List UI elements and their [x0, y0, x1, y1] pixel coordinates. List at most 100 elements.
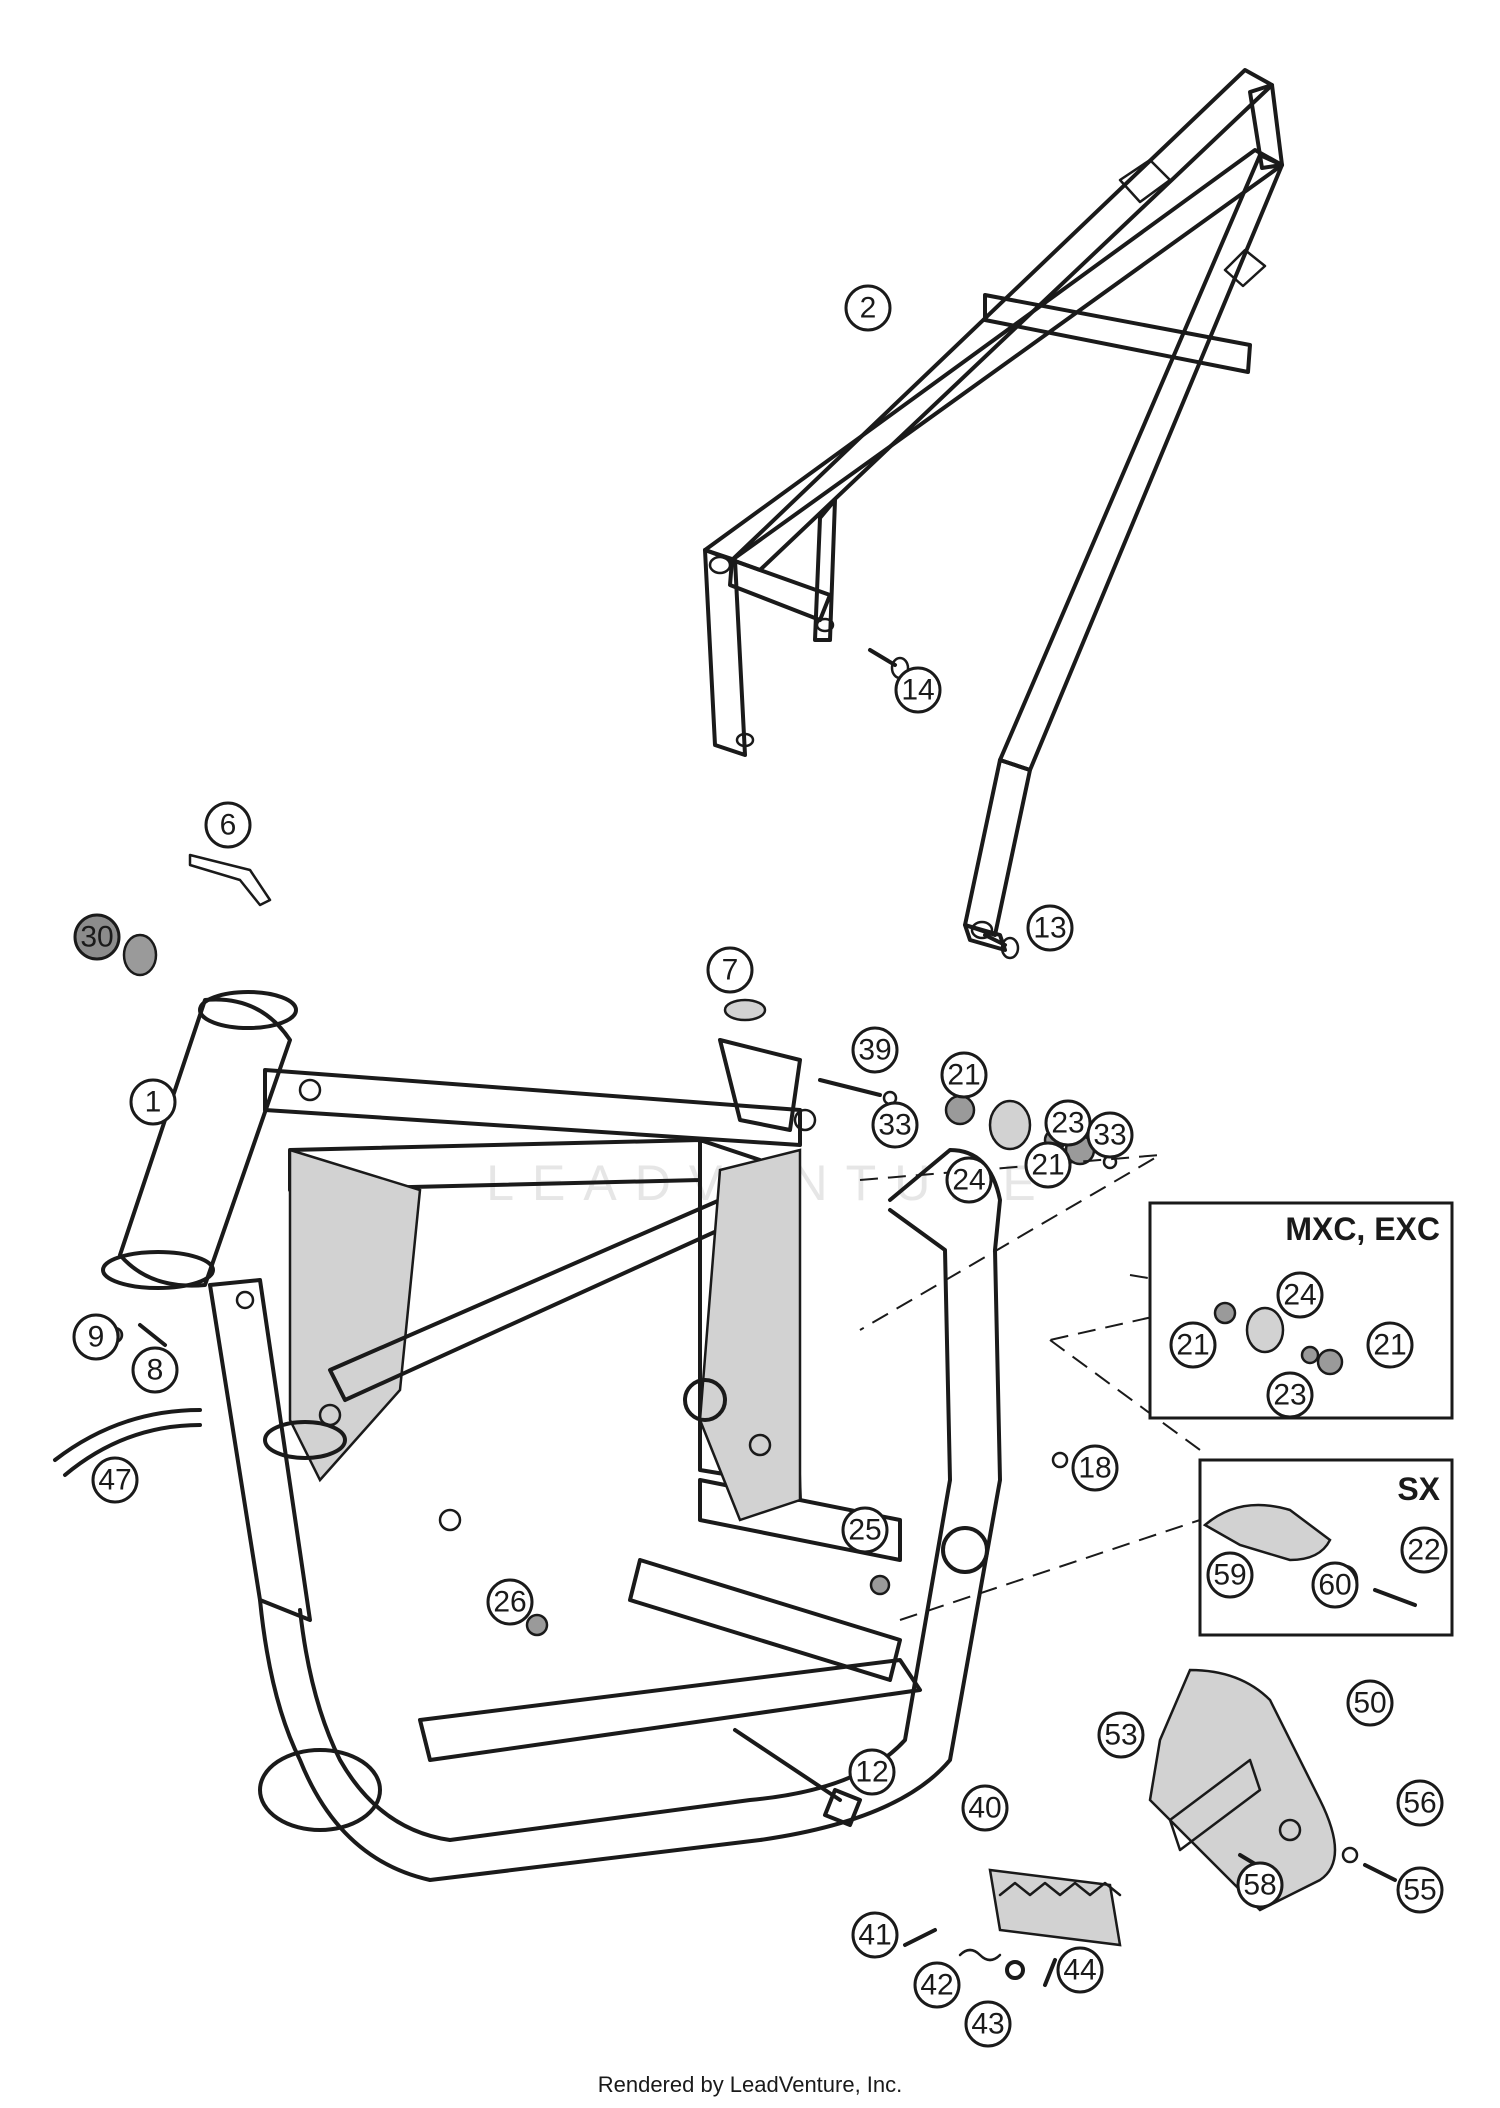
callout-circle	[1276, 1271, 1324, 1319]
callout-circle	[961, 1784, 1009, 1832]
callout-circle	[1311, 1561, 1359, 1609]
callout-number: 59	[1213, 1559, 1246, 1592]
callout-26: 26	[486, 1578, 534, 1626]
callout-number: 14	[901, 674, 934, 707]
callout-circle	[1400, 1526, 1448, 1574]
callout-number: 43	[971, 2008, 1004, 2041]
callout-33: 33	[871, 1101, 919, 1149]
callout-58: 58	[1236, 1861, 1284, 1909]
callout-number: 53	[1104, 1719, 1137, 1752]
callout-59: 59	[1206, 1551, 1254, 1599]
callout-number: 41	[858, 1919, 891, 1952]
callout-circle	[1396, 1779, 1444, 1827]
callout-number: 2	[860, 292, 877, 325]
main-frame	[101, 990, 1002, 1882]
callout-44: 44	[1056, 1946, 1104, 1994]
callout-55: 55	[1396, 1866, 1444, 1914]
callout-number: 7	[722, 954, 739, 987]
callout-21: 21	[940, 1051, 988, 1099]
inset-mxc-exc-label: MXC, EXC	[1285, 1211, 1440, 1247]
callout-number: 24	[952, 1164, 985, 1197]
callout-circle	[72, 1313, 120, 1361]
callout-circle	[1366, 1321, 1414, 1369]
callout-24: 24	[945, 1156, 993, 1204]
callout-number: 9	[88, 1321, 105, 1354]
callout-circle	[964, 2000, 1012, 2048]
footer-credit: Rendered by LeadVenture, Inc.	[597, 2072, 903, 2097]
callout-number: 58	[1243, 1869, 1276, 1902]
callout-number: 23	[1051, 1107, 1084, 1140]
callout-circle	[1396, 1866, 1444, 1914]
callout-47: 47	[91, 1456, 139, 1504]
callout-number: 33	[878, 1109, 911, 1142]
callout-number: 13	[1033, 912, 1066, 945]
callout-number: 12	[855, 1756, 888, 1789]
callout-14: 14	[894, 666, 942, 714]
callout-33: 33	[1086, 1111, 1134, 1159]
callout-number: 30	[80, 921, 113, 954]
callout-circle	[1026, 904, 1074, 952]
callout-circle	[940, 1051, 988, 1099]
callout-13: 13	[1026, 904, 1074, 952]
callout-23: 23	[1266, 1371, 1314, 1419]
callout-2: 2	[844, 284, 892, 332]
callout-circle	[1236, 1861, 1284, 1909]
callout-number: 25	[848, 1514, 881, 1547]
callout-number: 24	[1283, 1279, 1316, 1312]
callout-number: 21	[947, 1059, 980, 1092]
callout-number: 1	[145, 1086, 162, 1119]
callout-circle	[1097, 1711, 1145, 1759]
callout-circle	[1266, 1371, 1314, 1419]
callout-41: 41	[851, 1911, 899, 1959]
callout-circle	[91, 1456, 139, 1504]
callout-42: 42	[913, 1961, 961, 2009]
callout-circle	[1024, 1141, 1072, 1189]
callout-23: 23	[1044, 1099, 1092, 1147]
callout-circle	[851, 1911, 899, 1959]
callout-24: 24	[1276, 1271, 1324, 1319]
callout-number: 44	[1063, 1954, 1096, 1987]
callout-number: 40	[968, 1792, 1001, 1825]
small-parts	[53, 648, 1397, 1987]
callout-number: 23	[1273, 1379, 1306, 1412]
callout-circle	[486, 1578, 534, 1626]
callout-circle	[129, 1078, 177, 1126]
callout-25: 25	[841, 1506, 889, 1554]
callout-number: 22	[1407, 1534, 1440, 1567]
callout-circle	[913, 1961, 961, 2009]
callout-18: 18	[1071, 1444, 1119, 1492]
callout-circle	[1056, 1946, 1104, 1994]
callout-circle	[945, 1156, 993, 1204]
callout-21: 21	[1024, 1141, 1072, 1189]
callout-21: 21	[1169, 1321, 1217, 1369]
callout-43: 43	[964, 2000, 1012, 2048]
callout-1: 1	[129, 1078, 177, 1126]
callout-number: 21	[1176, 1329, 1209, 1362]
callout-number: 33	[1093, 1119, 1126, 1152]
callout-circle	[848, 1748, 896, 1796]
callout-number: 47	[98, 1464, 131, 1497]
callout-circle	[1071, 1444, 1119, 1492]
callout-number: 21	[1031, 1149, 1064, 1182]
callout-number: 26	[493, 1586, 526, 1619]
callout-number: 60	[1318, 1569, 1351, 1602]
callout-circle	[871, 1101, 919, 1149]
callout-9: 9	[72, 1313, 120, 1361]
callout-8: 8	[131, 1346, 179, 1394]
callout-number: 50	[1353, 1687, 1386, 1720]
callout-number: 21	[1373, 1329, 1406, 1362]
callout-50: 50	[1346, 1679, 1394, 1727]
callout-39: 39	[851, 1026, 899, 1074]
callout-number: 39	[858, 1034, 891, 1067]
callout-56: 56	[1396, 1779, 1444, 1827]
callout-60: 60	[1311, 1561, 1359, 1609]
inset-sx-label: SX	[1397, 1471, 1440, 1507]
callout-30: 30	[73, 913, 121, 961]
callout-circle	[841, 1506, 889, 1554]
callout-number: 56	[1403, 1787, 1436, 1820]
callout-circle	[1169, 1321, 1217, 1369]
subframe	[703, 68, 1284, 952]
callout-21: 21	[1366, 1321, 1414, 1369]
